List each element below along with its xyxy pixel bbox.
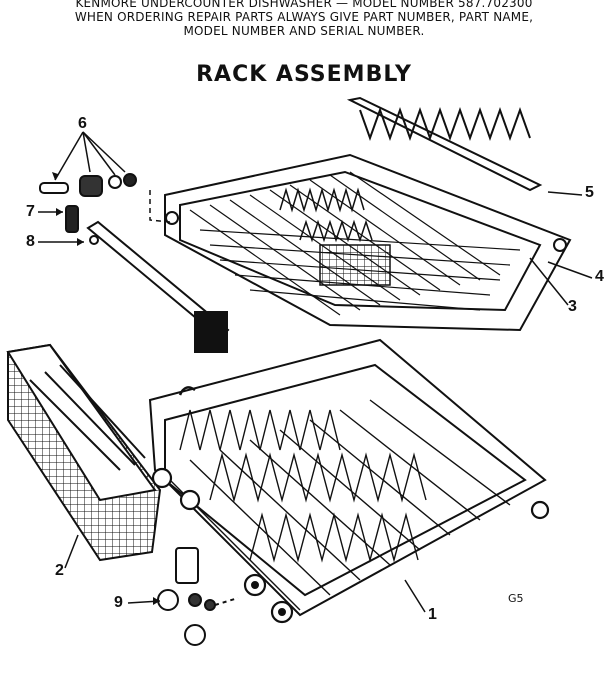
callout-5: 5 — [585, 184, 594, 201]
callout-9: 9 — [114, 594, 123, 611]
callout-7: 7 — [26, 203, 35, 220]
header-line-3: MODEL NUMBER AND SERIAL NUMBER. — [183, 24, 425, 38]
wheel-assembly — [157, 547, 239, 646]
lower-rack — [148, 338, 550, 624]
callout-6: 6 — [78, 115, 87, 132]
diagram-title: RACK ASSEMBLY — [196, 62, 412, 87]
header-text: KENMORE UNDERCOUNTER DISHWASHER — MODEL … — [0, 0, 608, 38]
leader-lines — [38, 131, 593, 613]
callout-3: 3 — [568, 298, 577, 315]
slide-rail — [86, 220, 230, 353]
leader-arrows — [52, 172, 160, 605]
header-line-2: WHEN ORDERING REPAIR PARTS ALWAYS GIVE P… — [74, 10, 534, 24]
callout-1: 1 — [428, 606, 437, 623]
cup-shelf — [346, 96, 543, 192]
diagram-code: G5 — [508, 592, 524, 605]
callout-8: 8 — [26, 233, 35, 250]
callout-2: 2 — [55, 562, 64, 579]
upper-rack — [149, 153, 572, 332]
silverware-basket — [6, 343, 162, 562]
header-line-1: KENMORE UNDERCOUNTER DISHWASHER — MODEL … — [75, 0, 533, 10]
callout-4: 4 — [595, 268, 604, 285]
roller-parts — [39, 173, 137, 197]
clip-part — [65, 205, 79, 233]
